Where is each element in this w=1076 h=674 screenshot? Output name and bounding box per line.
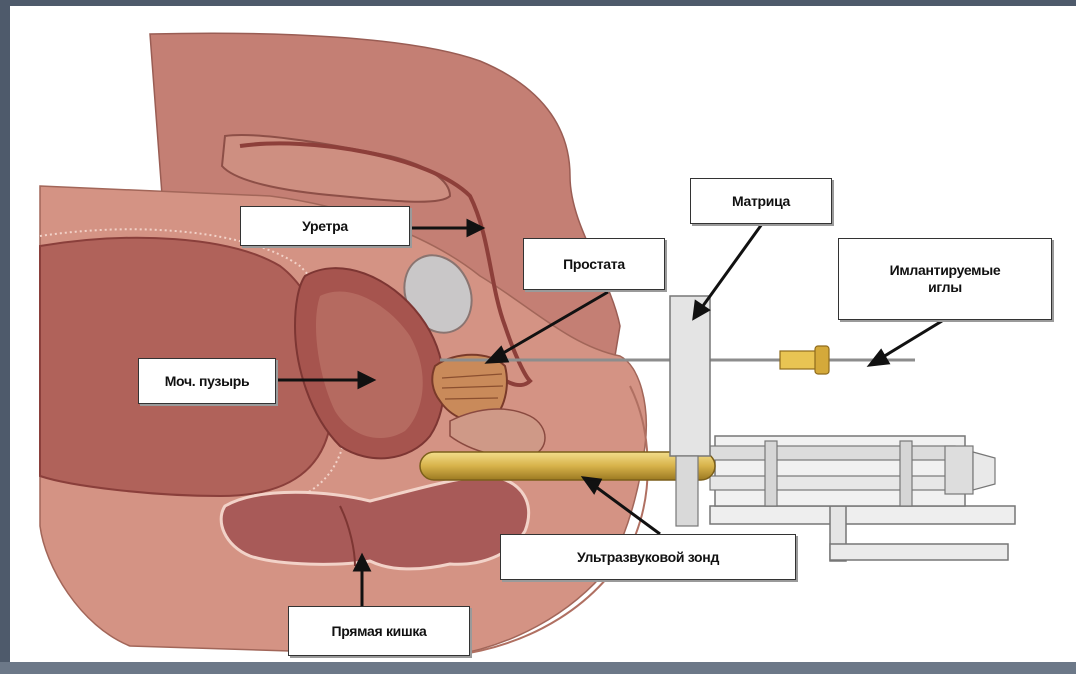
device-end-block bbox=[945, 446, 973, 494]
arrow-matrix bbox=[700, 224, 762, 310]
arrowhead-needles bbox=[870, 351, 888, 365]
slide-footer bbox=[0, 662, 1076, 674]
device-middle-rail bbox=[710, 476, 955, 490]
template-matrix-plate bbox=[670, 296, 710, 456]
label-rectum: Прямая кишка bbox=[288, 606, 470, 656]
device-post-1 bbox=[765, 441, 777, 506]
label-prostate: Простата bbox=[523, 238, 665, 290]
device-post-2 bbox=[900, 441, 912, 506]
label-matrix: Матрица bbox=[690, 178, 832, 224]
device-top-rail bbox=[710, 446, 955, 460]
needle-hub-cap bbox=[815, 346, 829, 374]
label-needles: Имлантируемые иглы bbox=[838, 238, 1052, 320]
device-base-rail bbox=[710, 506, 1015, 524]
template-matrix-support bbox=[676, 456, 698, 526]
label-probe: Ультразвуковой зонд bbox=[500, 534, 796, 580]
label-bladder: Моч. пузырь bbox=[138, 358, 276, 404]
slide-canvas: Уретра Простата Матрица Имлантируемые иг… bbox=[10, 6, 1076, 668]
arrow-needles bbox=[878, 321, 942, 360]
device-end-cap bbox=[973, 452, 995, 490]
device-foot bbox=[830, 544, 1008, 560]
label-urethra: Уретра bbox=[240, 206, 410, 246]
needle-hub bbox=[780, 351, 820, 369]
